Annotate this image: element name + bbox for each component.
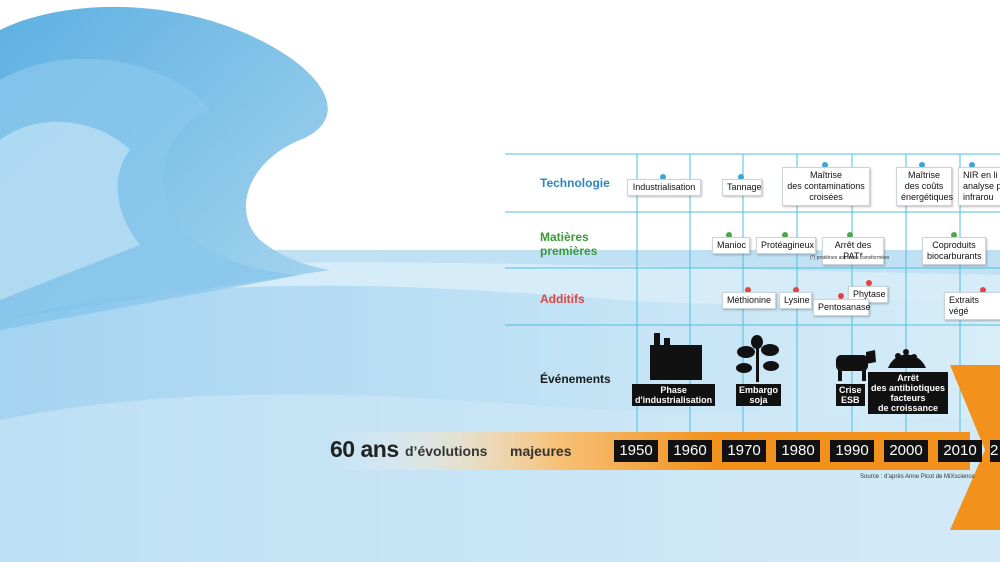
timeline-title-number: 60 ans: [330, 436, 399, 462]
timeline-title-part1: d’évolutions: [405, 443, 488, 459]
row-label-matieres-line2: premières: [540, 244, 598, 258]
row-label-evenements: Événements: [540, 372, 611, 386]
pills-pile-icon: [888, 349, 926, 368]
additif-item-pentosanase: Pentosanase: [813, 299, 871, 316]
additifs-marker: [866, 280, 872, 286]
technologie-marker: [822, 162, 828, 168]
matiere-item-arret-pat: Arrêt des PAT*: [822, 237, 884, 265]
tech-item-tannage: Tannage: [722, 179, 762, 196]
timeline-title-part2: majeures: [510, 443, 572, 459]
additifs-marker: [980, 287, 986, 293]
cow-icon: [836, 350, 876, 381]
source-credit: Source : d’après Anne Picot de MiXscienc…: [860, 474, 975, 480]
event-arret-antibiotiques: Arrêt des antibiotiques facteurs de croi…: [868, 372, 949, 414]
additif-item-methionine: Méthionine: [722, 292, 776, 309]
factory-icon: [650, 333, 702, 380]
event-embargo-soja: Embargo soja: [736, 384, 782, 406]
event-crise-esb: Crise ESB: [836, 384, 865, 406]
timeline-arrow-head: [950, 365, 1000, 530]
year-label: 1970: [722, 440, 766, 462]
event-industrialisation: Phase d'industrialisation: [632, 384, 716, 406]
matieres-marker: [726, 232, 732, 238]
technologie-marker: [969, 162, 975, 168]
tech-item-couts-energetiques: Maîtrise des coûts énergétiques: [896, 167, 953, 206]
year-label: 2010: [938, 440, 982, 462]
matiere-item-manioc: Manioc: [712, 237, 750, 254]
technologie-marker: [660, 174, 666, 180]
matieres-marker: [951, 232, 957, 238]
additifs-marker: [745, 287, 751, 293]
row-label-matieres: Matières premières: [540, 230, 597, 258]
matieres-marker: [782, 232, 788, 238]
year-label: 1960: [668, 440, 712, 462]
year-label: 1990: [830, 440, 874, 462]
additif-item-extraits: Extraits végé: [944, 292, 1000, 320]
tech-item-nir: NIR en li analyse p infrarou: [958, 167, 1000, 206]
tech-item-contaminations: Maîtrise des contaminations croisées: [782, 167, 870, 206]
additifs-marker: [838, 293, 844, 299]
soybean-plant-icon: [736, 335, 779, 382]
matiere-item-coproduits: Coproduits biocarburants: [922, 237, 986, 265]
year-label: 1950: [614, 440, 658, 462]
row-label-additifs: Additifs: [540, 292, 585, 306]
row-label-technologie: Technologie: [540, 176, 610, 190]
technologie-marker: [738, 174, 744, 180]
year-label: 2: [990, 440, 1000, 462]
additifs-marker: [793, 287, 799, 293]
additif-item-lysine: Lysine: [779, 292, 812, 309]
row-label-matieres-line1: Matières: [540, 230, 589, 244]
year-label: 2000: [884, 440, 928, 462]
matieres-marker: [847, 232, 853, 238]
matiere-footnote: (*) protéines animales transformées: [810, 255, 890, 261]
tech-item-industrialisation: Industrialisation: [627, 179, 701, 196]
technologie-marker: [919, 162, 925, 168]
matiere-item-proteagineux: Protéagineux: [756, 237, 816, 254]
year-label: 1980: [776, 440, 820, 462]
